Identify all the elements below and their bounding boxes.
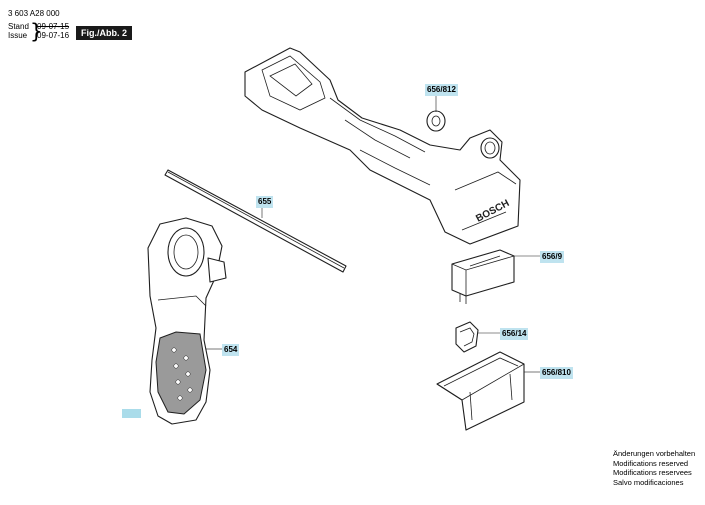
blank-callout-tag	[122, 409, 141, 418]
note-es: Salvo modificaciones	[613, 477, 684, 487]
modification-notes: Änderungen vorbehalten Modifications res…	[613, 449, 695, 487]
callout-656-810[interactable]: 656/810	[540, 367, 573, 379]
issue-label: Issue	[8, 31, 28, 40]
note-fr: Modifications reservees	[613, 468, 692, 477]
callout-655[interactable]: 655	[256, 196, 274, 208]
part-656-810-box[interactable]	[436, 351, 525, 431]
part-655-rod[interactable]	[164, 169, 347, 273]
part-656-812-ring[interactable]	[426, 110, 446, 132]
callout-656-812[interactable]: 656/812	[425, 84, 458, 96]
brace-symbol: }	[30, 19, 43, 43]
note-de: Änderungen vorbehalten	[613, 449, 696, 458]
callout-654[interactable]: 654	[222, 344, 240, 356]
figure-tag: Fig./Abb. 2	[76, 26, 132, 40]
part-656-housing[interactable]: BOSCH	[244, 47, 521, 245]
document-number: 3 603 A28 000	[8, 9, 60, 18]
callout-656-9[interactable]: 656/9	[540, 251, 565, 263]
part-654-aux-handle[interactable]	[147, 217, 227, 425]
stand-date: 09-07-15	[37, 22, 70, 31]
part-656-14-clip[interactable]	[455, 321, 479, 353]
part-656-9-insert[interactable]	[451, 249, 515, 304]
note-en: Modifications reserved	[613, 458, 689, 468]
issue-date: 09-07-16	[37, 31, 70, 40]
stand-label: Stand	[8, 22, 29, 31]
callout-656-14[interactable]: 656/14	[500, 328, 529, 340]
